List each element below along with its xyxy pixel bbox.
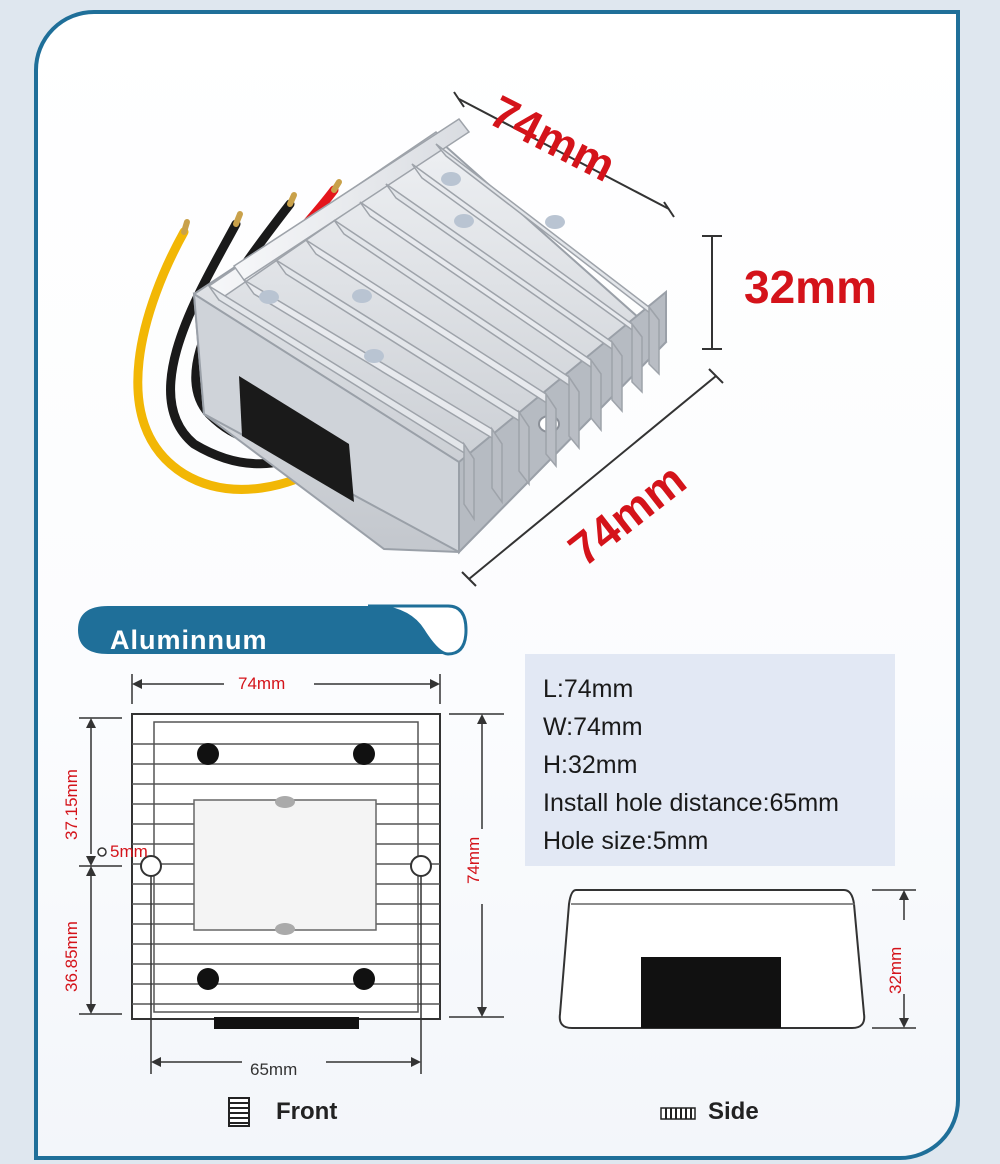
front-legend-label: Front xyxy=(276,1098,338,1125)
hole-size-label: 5mm xyxy=(110,842,148,861)
side-legend-label: Side xyxy=(708,1098,759,1125)
side-view-icon xyxy=(660,1104,696,1120)
dimension-lines xyxy=(453,91,724,587)
product-frame: 74mm 32mm 74mm Aluminnum xyxy=(34,10,960,1160)
side-view-drawing xyxy=(558,889,916,1029)
spec-box: L:74mm W:74mm H:32mm Install hole distan… xyxy=(525,654,895,866)
spec-height: H:32mm xyxy=(543,751,638,779)
screw-bosses xyxy=(259,172,565,363)
height-dimension-label: 32mm xyxy=(744,261,877,313)
spec-length: L:74mm xyxy=(543,675,634,703)
spec-hole-size: Hole size:5mm xyxy=(543,827,709,855)
heatsink-fins xyxy=(207,117,660,522)
front-view-icon xyxy=(228,1097,250,1127)
spec-width: W:74mm xyxy=(543,713,643,741)
material-banner xyxy=(78,604,468,656)
hole-spacing-label: 65mm xyxy=(250,1060,298,1079)
front-screw-dots xyxy=(197,743,375,990)
cable-grommet xyxy=(239,376,354,502)
side-height-label: 32mm xyxy=(886,946,905,994)
material-banner-label: Aluminnum xyxy=(110,625,268,655)
side-connector xyxy=(641,957,781,1028)
product-illustration xyxy=(133,91,724,587)
front-width-label: 74mm xyxy=(238,674,286,693)
spec-install-hole-distance: Install hole distance:65mm xyxy=(543,789,839,817)
front-view-drawing xyxy=(79,674,504,1074)
